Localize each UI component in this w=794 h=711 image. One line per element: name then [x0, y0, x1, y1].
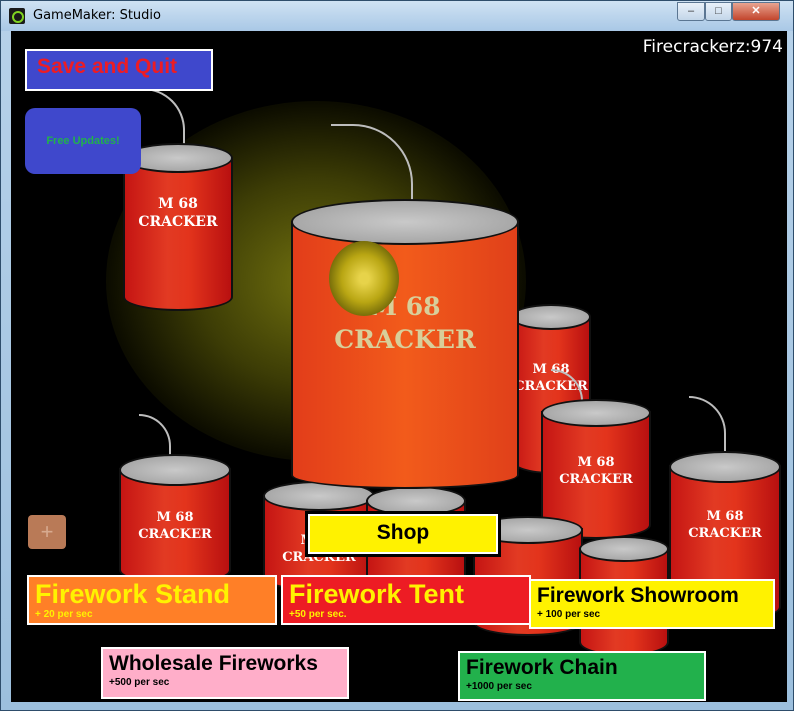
upgrade-name: Firework Stand	[35, 579, 231, 609]
can-top	[579, 536, 669, 562]
can-body	[291, 221, 519, 489]
can-top	[669, 451, 781, 483]
fuse-spark	[329, 241, 399, 316]
title-bar[interactable]: GameMaker: Studio – □ ✕	[1, 1, 793, 31]
shop-button[interactable]: Shop	[305, 511, 501, 557]
upgrade-name: Firework Tent	[289, 579, 465, 609]
can-top	[541, 399, 651, 427]
upgrade-rate: +50 per sec.	[289, 609, 347, 620]
upgrade-name: Firework Showroom	[537, 584, 739, 607]
upgrade-firework-showroom[interactable]: Firework Showroom + 100 per sec	[529, 579, 775, 629]
can-top	[291, 199, 519, 245]
upgrade-rate: +500 per sec	[109, 677, 170, 688]
window-title: GameMaker: Studio	[33, 8, 161, 23]
gamemaker-app-icon	[9, 8, 25, 24]
free-updates-button[interactable]: Free Updates!	[25, 108, 141, 174]
upgrade-name: Wholesale Fireworks	[109, 652, 318, 675]
can-body	[123, 157, 233, 311]
upgrade-rate: +1000 per sec	[466, 681, 532, 692]
upgrade-firework-tent[interactable]: Firework Tent +50 per sec.	[281, 575, 531, 625]
upgrade-firework-chain[interactable]: Firework Chain +1000 per sec	[458, 651, 706, 701]
save-and-quit-button[interactable]: Save and Quit	[25, 49, 213, 91]
can-top	[366, 486, 466, 516]
can-top	[511, 304, 591, 330]
can-top	[123, 143, 233, 173]
minimize-button[interactable]: –	[677, 2, 705, 21]
firecracker-count: Firecrackerz:974	[642, 37, 783, 57]
upgrade-wholesale-fireworks[interactable]: Wholesale Fireworks +500 per sec	[101, 647, 349, 699]
fuse	[143, 88, 185, 150]
upgrade-name: Firework Chain	[466, 656, 618, 679]
maximize-button[interactable]: □	[705, 2, 732, 21]
can-top	[119, 454, 231, 486]
close-button[interactable]: ✕	[732, 2, 780, 21]
upgrade-firework-stand[interactable]: Firework Stand + 20 per sec	[27, 575, 277, 625]
plus-icon[interactable]: +	[28, 515, 66, 549]
upgrade-rate: + 100 per sec	[537, 609, 601, 620]
fuse	[689, 396, 726, 458]
upgrade-rate: + 20 per sec	[35, 609, 93, 620]
